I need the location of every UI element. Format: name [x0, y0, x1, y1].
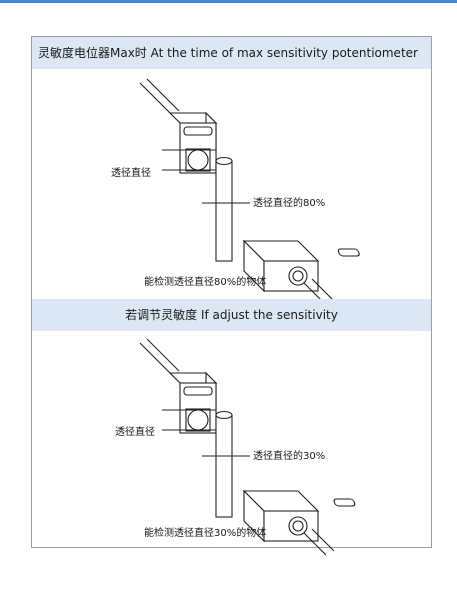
section-2-diagram: 透径直径 透径直径的30% 能检测透径直径30%的物体 — [115, 338, 356, 556]
section-2-detect-width-label: 透径直径的30% — [253, 449, 325, 462]
upper-sensor-cable — [139, 338, 180, 376]
upper-sensor-cable — [139, 78, 180, 116]
section-1-header: 灵敏度电位器Max时 At the time of max sensitivit… — [32, 37, 431, 69]
diagram-frame: 灵敏度电位器Max时 At the time of max sensitivit… — [31, 36, 432, 556]
target-rod — [215, 156, 233, 262]
section-2-header: 若调节灵敏度 If adjust the sensitivity — [32, 299, 431, 331]
lower-sensor — [242, 489, 356, 543]
upper-sensor — [168, 111, 218, 175]
lower-sensor-cable — [303, 528, 335, 556]
target-rod — [215, 410, 233, 518]
lower-sensor — [242, 239, 360, 293]
section-1-diagram: 透径直径 透径直径的80% 能检测透径直径80%的物体 — [111, 78, 360, 306]
beam-width-indicator — [162, 409, 216, 431]
section-1-object-label: 能检测透径直径80%的物体 — [144, 275, 266, 288]
beam-width-indicator — [162, 149, 216, 171]
upper-sensor — [168, 371, 218, 435]
section-2-beam-width-label: 透径直径 — [115, 425, 155, 438]
top-accent-rule — [0, 0, 457, 3]
section-1-beam-width-label: 透径直径 — [111, 166, 151, 179]
section-1-detect-width-label: 透径直径的80% — [253, 196, 325, 209]
section-2-object-label: 能检测透径直径30%的物体 — [144, 526, 266, 539]
